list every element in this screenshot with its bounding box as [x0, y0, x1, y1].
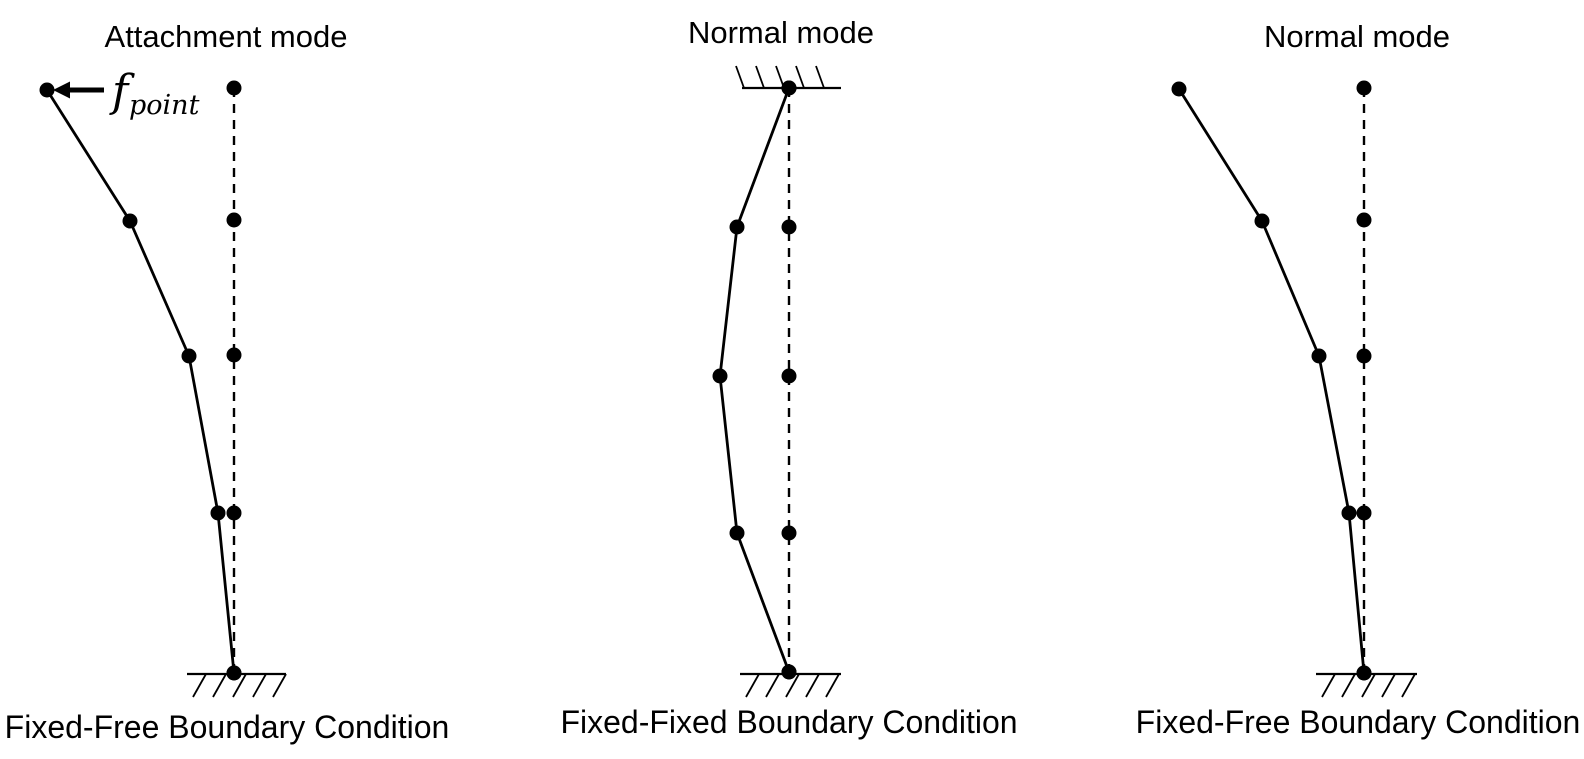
hatch-line [755, 65, 765, 89]
force-arrow-head [53, 81, 70, 99]
node-dot [210, 505, 226, 521]
hatch-line [252, 673, 267, 698]
hatch-line [192, 673, 207, 698]
node-dot [181, 348, 197, 364]
hatch-line [272, 673, 287, 698]
deformed-chain [718, 87, 791, 673]
node-dot [781, 525, 797, 541]
diagram-title: Attachment mode [105, 19, 348, 54]
node-dot [1341, 505, 1357, 521]
force-arrow [53, 81, 104, 99]
point-force-label: f point [109, 66, 200, 121]
diagram-caption: Fixed-Free Boundary Condition [5, 709, 450, 745]
node-dot [729, 219, 745, 235]
node-dot [1356, 665, 1372, 681]
hatch-line [765, 673, 780, 698]
hatch-line [735, 65, 745, 89]
node-dot [226, 347, 242, 363]
diagram-geometry [712, 65, 841, 698]
hatch-line [212, 673, 227, 698]
hatch-line [1341, 673, 1356, 698]
node-dot [729, 525, 745, 541]
node-dot [1356, 348, 1372, 364]
force-subscript: point [129, 90, 200, 121]
node-dot [226, 80, 242, 96]
hatch-line [785, 673, 800, 698]
hatch-line [1401, 673, 1416, 698]
diagram-title: Normal mode [688, 15, 874, 50]
node-dot [781, 368, 797, 384]
node-dot [1254, 213, 1270, 229]
node-dot [39, 82, 55, 98]
hatch-line [795, 65, 805, 89]
diagram-geometry [1171, 80, 1417, 698]
diagram-caption: Fixed-Fixed Boundary Condition [560, 704, 1017, 740]
node-dot [1311, 348, 1327, 364]
hatch-line [1361, 673, 1376, 698]
node-dot [1356, 505, 1372, 521]
hatch-line [745, 673, 760, 698]
diagram-geometry [39, 80, 287, 698]
node-dot [226, 212, 242, 228]
deformed-chain [1177, 88, 1366, 674]
node-dot [712, 368, 728, 384]
hatch-line [825, 673, 840, 698]
hatch-line [1381, 673, 1396, 698]
hatch-line [232, 673, 247, 698]
diagram-normal-mode-fixed-free: Normal mode Fixed-Free Boundary Conditio… [1136, 19, 1581, 740]
deformed-chain [45, 89, 236, 674]
node-dot [781, 80, 797, 96]
diagram-caption: Fixed-Free Boundary Condition [1136, 704, 1581, 740]
node-dot [226, 505, 242, 521]
node-dot [226, 665, 242, 681]
node-dot [1356, 212, 1372, 228]
node-dot [781, 664, 797, 680]
diagram-normal-mode-fixed-fixed: Normal mode Fixed-Fixed Boundary Conditi… [560, 15, 1017, 740]
diagram-attachment-mode-fixed-free: Attachment mode Fixed-Free Boundary Cond… [5, 19, 450, 745]
node-dot [781, 219, 797, 235]
node-dot [1171, 81, 1187, 97]
node-dot [1356, 80, 1372, 96]
node-dot [122, 213, 138, 229]
diagram-title: Normal mode [1264, 19, 1450, 54]
hatch-line [815, 65, 825, 89]
hatch-line [805, 673, 820, 698]
hatch-line [1321, 673, 1336, 698]
